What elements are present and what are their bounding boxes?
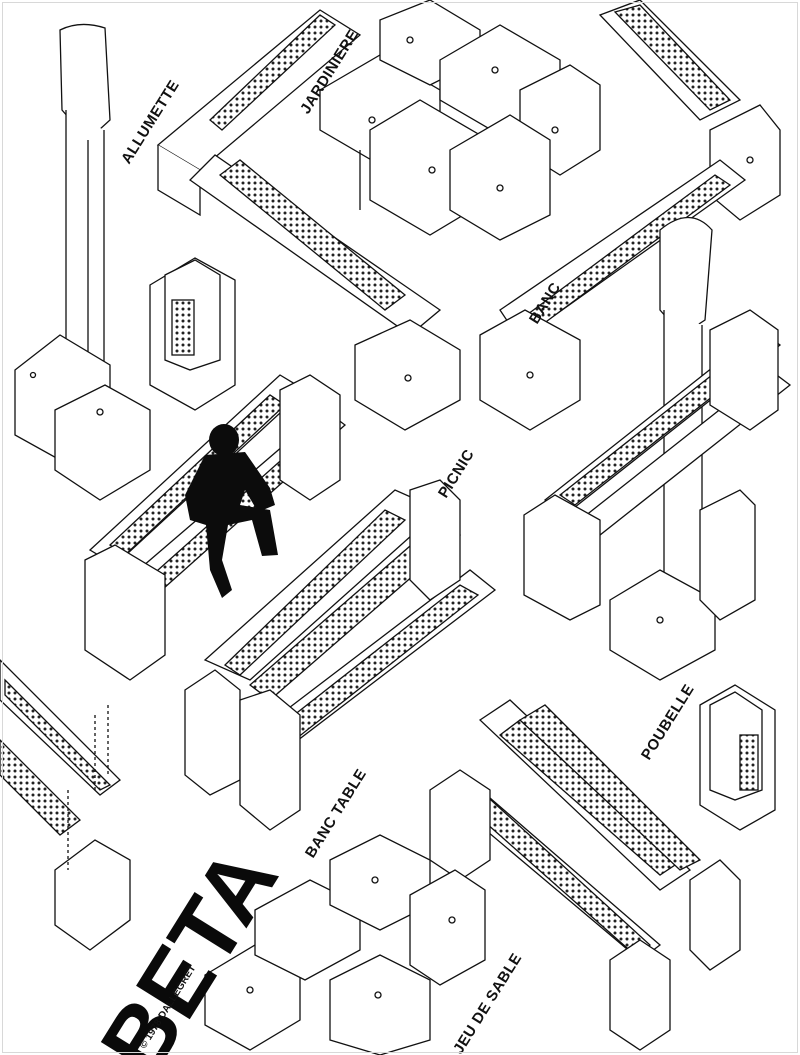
small-bin-left bbox=[149, 257, 236, 411]
jardiniere-planter bbox=[319, 0, 601, 241]
picnic-table bbox=[184, 479, 497, 831]
poubelle-bin bbox=[699, 684, 776, 831]
bench-bottom-right bbox=[429, 699, 741, 1051]
bench-right-middle bbox=[523, 309, 792, 621]
seated-person-silhouette bbox=[185, 424, 278, 598]
allumette-post bbox=[14, 23, 151, 501]
long-bench-top-right bbox=[479, 0, 781, 431]
long-bench-top-left bbox=[156, 9, 461, 431]
jeu-de-sable-sandbox bbox=[204, 834, 486, 1055]
bench-left-edge bbox=[0, 659, 131, 951]
